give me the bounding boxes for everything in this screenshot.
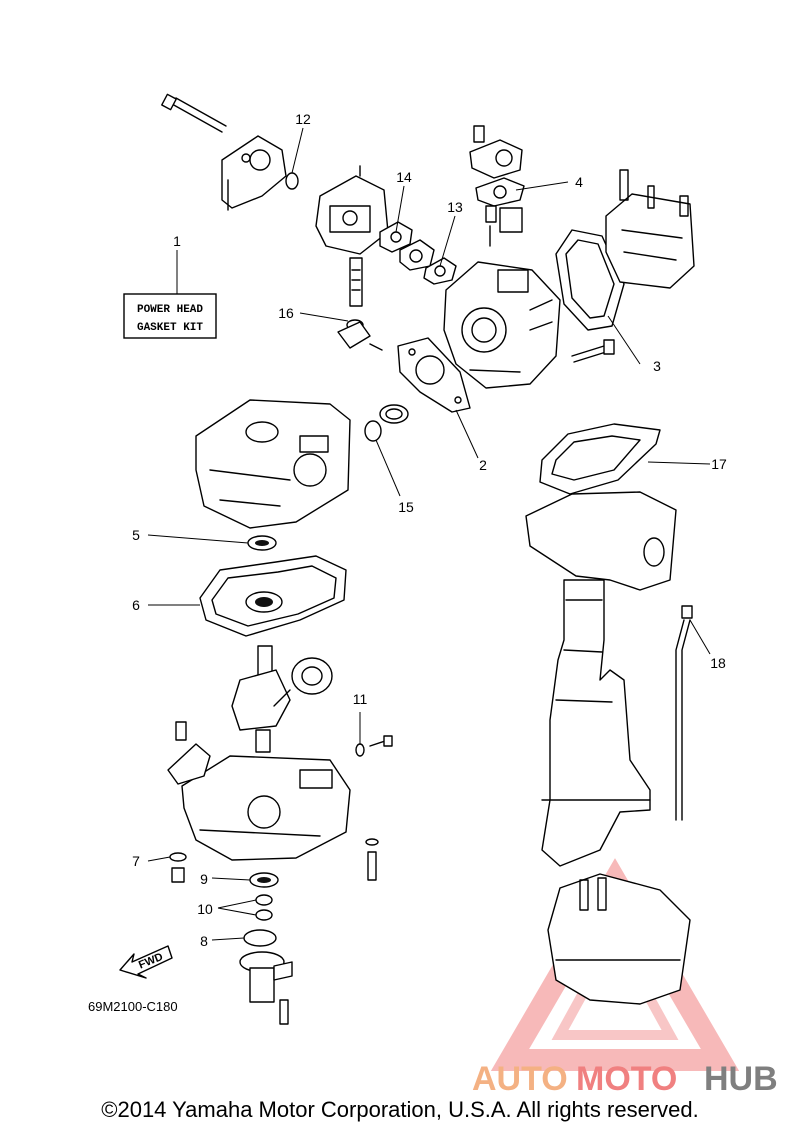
- callout-9: 9: [200, 871, 208, 887]
- gasket-17: [539, 423, 661, 495]
- bolt-top-left: [161, 93, 227, 133]
- washer-7: [169, 852, 187, 883]
- bolt-11: [355, 735, 393, 757]
- forward-arrow-icon: FWD: [119, 945, 173, 979]
- kit-label-line1: POWER HEAD: [137, 304, 203, 316]
- callout-12: 12: [295, 111, 311, 127]
- callout-13: 13: [447, 199, 463, 215]
- callout-3: 3: [653, 358, 661, 374]
- copyright-notice: ©2014 Yamaha Motor Corporation, U.S.A. A…: [101, 1097, 699, 1122]
- upper-casing: [525, 491, 677, 867]
- lower-casing: [181, 755, 351, 861]
- o-ring-8: [243, 929, 277, 947]
- oil-seal-5: [247, 535, 277, 551]
- gasket-4: [475, 177, 525, 207]
- oil-seal-9: [249, 872, 279, 888]
- water-tube-18: [675, 605, 693, 821]
- callout-4: 4: [575, 174, 583, 190]
- callout-10: 10: [197, 901, 213, 917]
- bolt-bottom: [279, 999, 289, 1025]
- watermark-text: AUTO MOTO HUB: [472, 1060, 778, 1098]
- callout-17: 17: [711, 456, 727, 472]
- callout-14: 14: [396, 169, 412, 185]
- callout-7: 7: [132, 853, 140, 869]
- callout-18: 18: [710, 655, 726, 671]
- bolt-right-lower: [365, 838, 379, 881]
- cylinder-block: [195, 399, 351, 529]
- cylinder-head: [443, 261, 561, 389]
- watermark-part1: AUTO: [472, 1060, 568, 1098]
- gasket-2: [397, 337, 471, 413]
- piston: [273, 657, 333, 707]
- callout-8: 8: [200, 933, 208, 949]
- kit-label-line2: GASKET KIT: [137, 322, 203, 334]
- o-ring-12: [285, 172, 299, 190]
- gasket-3: [555, 229, 625, 331]
- gasket-6: [199, 555, 347, 637]
- callout-1: 1: [173, 233, 181, 249]
- oil-seal-10: [255, 894, 273, 921]
- callout-6: 6: [132, 597, 140, 613]
- head-bolt: [571, 339, 615, 363]
- callout-15: 15: [398, 499, 414, 515]
- intake-spacer: [399, 239, 435, 271]
- callout-16: 16: [278, 305, 294, 321]
- exhaust-plug: [379, 404, 409, 424]
- leader-lines: [147, 127, 711, 941]
- gasket-kit-label: POWER HEAD GASKET KIT: [123, 293, 217, 339]
- watermark-part3: HUB: [704, 1060, 778, 1098]
- bracket-small: [167, 721, 211, 785]
- cylinder-head-cover: [605, 169, 695, 289]
- callout-11: 11: [353, 691, 368, 707]
- diagram-code: 69M2100-C180: [88, 999, 178, 1014]
- thermostat-cover: [469, 125, 523, 179]
- carburetor-linkage-bracket: [221, 135, 287, 211]
- o-ring-15: [364, 420, 382, 442]
- fuel-fitting: [337, 321, 383, 351]
- watermark-part2: MOTO: [576, 1060, 677, 1098]
- callout-2: 2: [479, 457, 487, 473]
- callout-numbers: 1 2 3 4 5 6 7 8 9 10 11 12 13 14 15 16 1…: [132, 111, 727, 949]
- thermostat: [485, 205, 523, 247]
- bearing-housing: [239, 951, 293, 1003]
- lower-unit: [547, 873, 691, 1005]
- crankshaft: [231, 645, 291, 753]
- carburetor: [315, 165, 389, 307]
- callout-5: 5: [132, 527, 140, 543]
